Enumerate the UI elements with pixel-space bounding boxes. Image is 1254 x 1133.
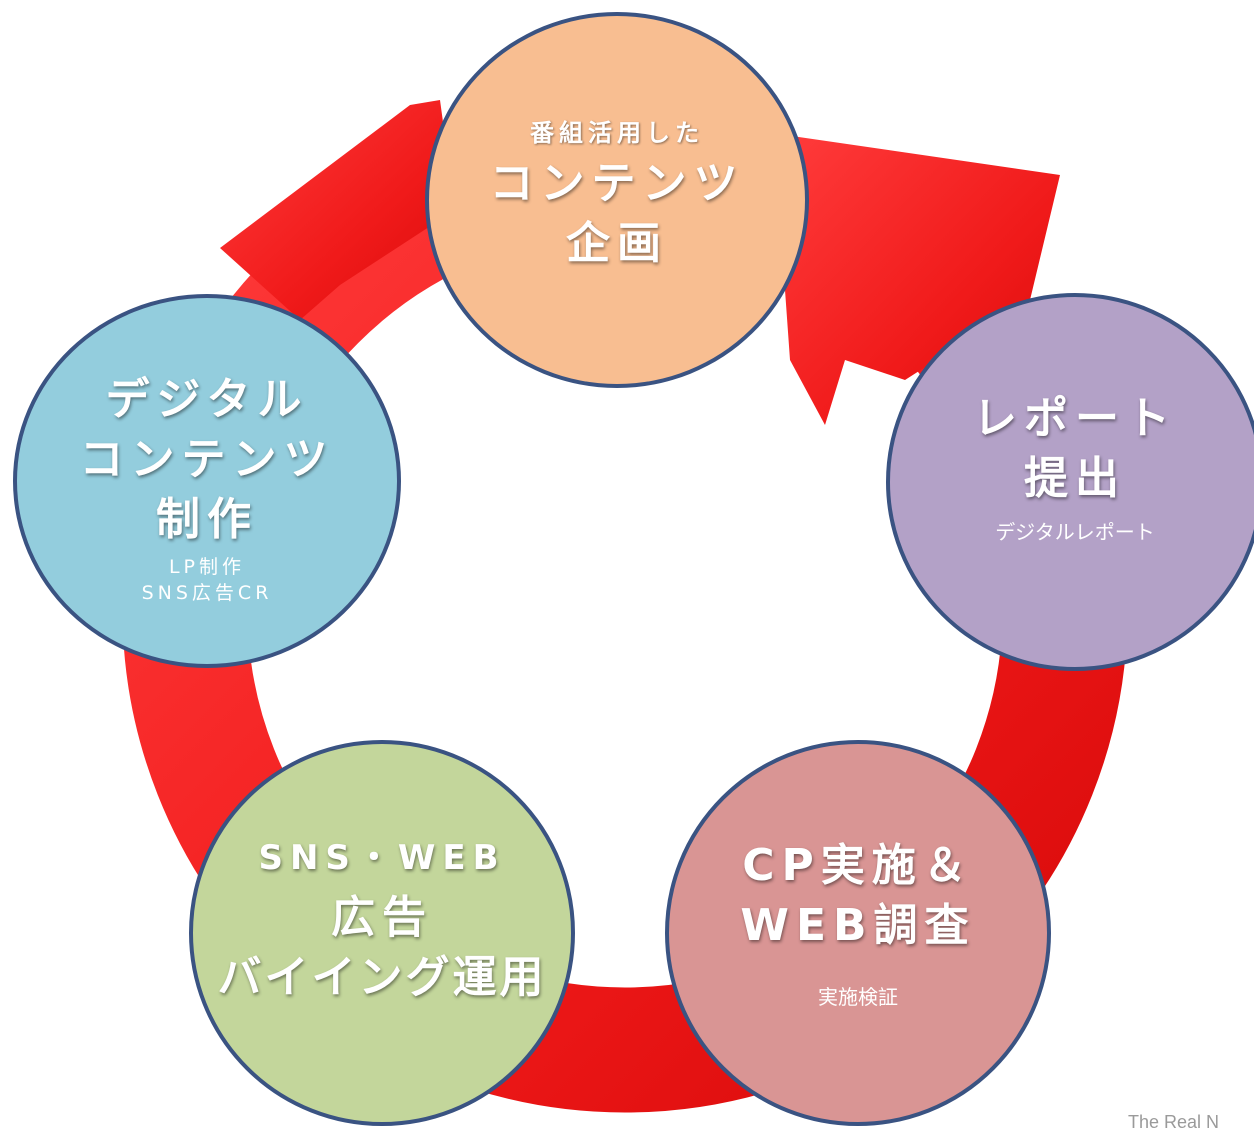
report-line-2: 提出 [1024,453,1126,504]
footer-text: The Real N [1128,1112,1220,1132]
production-note-2: SNS広告CR [141,582,273,604]
production-line-2: コンテンツ [79,434,335,485]
production-note-1: LP制作 [168,556,246,578]
ads-line-3: バイイング運用 [217,952,547,1003]
arrow-head-upper-left [220,100,455,320]
campaign-line-1: CP実施＆ [742,840,974,891]
planning-line-3: 企画 [566,218,668,269]
planning-line-1: 番組活用した [530,119,704,147]
cycle-node-campaign: CP実施＆ WEB調査 実施検証 [665,740,1051,1126]
report-line-1: レポート [973,393,1177,444]
cycle-node-content-production: デジタル コンテンツ 制作 LP制作 SNS広告CR [13,294,401,668]
ads-line-2: 広告 [331,892,433,943]
campaign-line-2: WEB調査 [740,900,976,951]
arrow-head-right [785,135,1060,425]
planning-line-2: コンテンツ [489,158,745,209]
production-line-3: 制作 [156,494,258,545]
report-note: デジタルレポート [995,520,1155,544]
cycle-node-report: レポート 提出 デジタルレポート [886,293,1254,671]
campaign-note: 実施検証 [818,985,898,1009]
cycle-node-content-planning: 番組活用した コンテンツ 企画 [425,12,809,388]
cycle-node-ad-buying: SNS・WEB 広告 バイイング運用 [189,740,575,1126]
ads-line-1: SNS・WEB [258,838,506,878]
production-line-1: デジタル [105,374,309,425]
